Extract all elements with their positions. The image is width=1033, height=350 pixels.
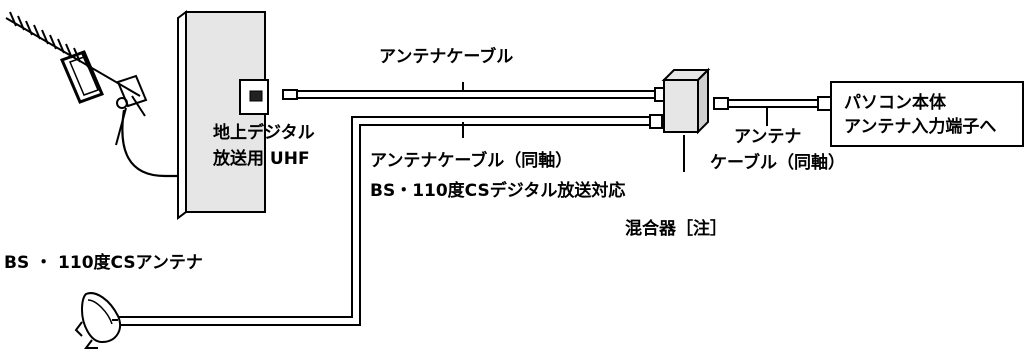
label-bs-antenna: BS ・ 110度CSアンテナ [4, 252, 203, 273]
label-pc-line1: パソコン本体 [844, 92, 947, 113]
pc-box [830, 81, 1024, 147]
antenna-cable-top [282, 82, 668, 102]
label-cable-top: アンテナケーブル [379, 46, 513, 67]
wall-outlet-icon [239, 79, 269, 115]
antenna-cable-right [713, 96, 833, 126]
wall [177, 10, 266, 220]
label-pc-line2: アンテナ入力端子へ [844, 116, 996, 137]
label-bs-compatible: BS・110度CSデジタル放送対応 [370, 180, 625, 201]
label-terrestrial-line2: 放送用 UHF [212, 148, 310, 169]
uhf-antenna-icon [5, 11, 184, 178]
label-terrestrial-line1: 地上デジタル [213, 122, 315, 143]
label-cable-right-line2: ケーブル（同軸） [710, 152, 845, 173]
label-cable-right-line1: アンテナ [734, 127, 801, 147]
bs-dish-antenna-icon [74, 292, 121, 349]
label-cable-coax: アンテナケーブル（同軸） [370, 150, 572, 171]
mixer-icon [661, 67, 711, 172]
label-mixer: 混合器［注］ [625, 218, 727, 239]
coax-cable-bs [118, 114, 663, 326]
